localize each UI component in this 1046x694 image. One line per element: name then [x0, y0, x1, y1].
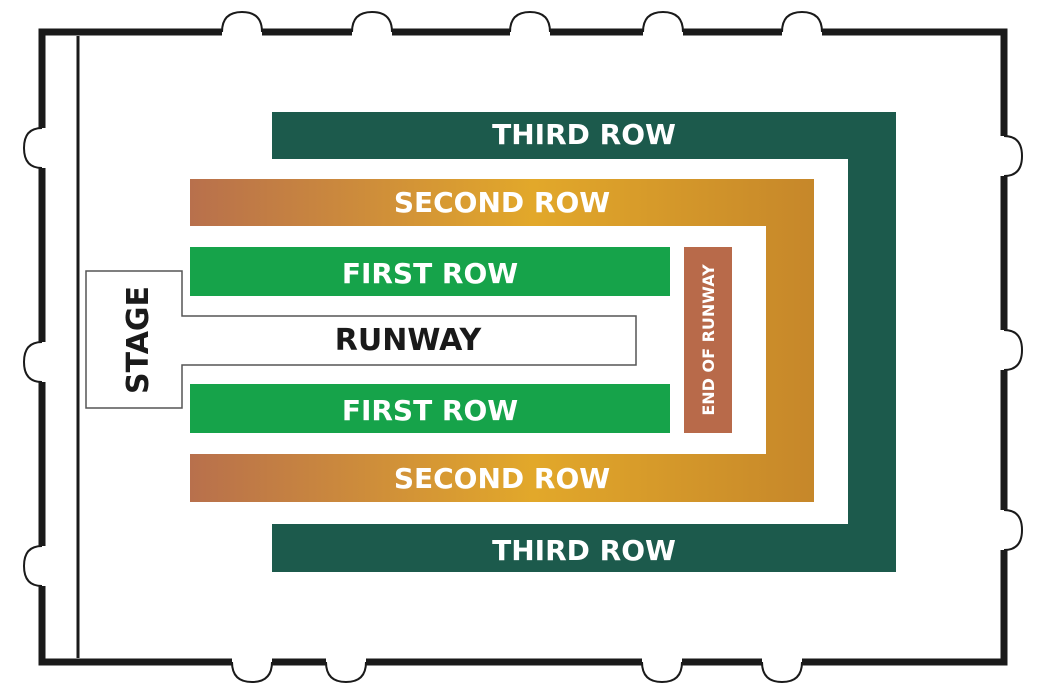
door-icon[interactable]	[509, 11, 551, 38]
first-row-bottom-section[interactable]	[190, 384, 670, 433]
third-row-top-label: THIRD ROW	[492, 118, 676, 151]
stage-and-runway[interactable]	[85, 270, 637, 409]
door-icon[interactable]	[642, 11, 684, 38]
door-icon[interactable]	[998, 329, 1023, 371]
end-of-runway-section[interactable]	[684, 247, 732, 433]
door-icon[interactable]	[23, 341, 48, 383]
door-icon[interactable]	[761, 656, 803, 683]
door-icon[interactable]	[998, 135, 1023, 177]
door-icon[interactable]	[221, 11, 263, 38]
runway-label: RUNWAY	[335, 323, 483, 358]
door-icon[interactable]	[641, 656, 683, 683]
door-icon[interactable]	[23, 127, 48, 169]
stage-label: STAGE	[121, 286, 156, 394]
first-row-top-label: FIRST ROW	[342, 257, 518, 290]
door-icon[interactable]	[325, 656, 367, 683]
third-row-section[interactable]	[272, 112, 896, 572]
second-row-bottom-label: SECOND ROW	[394, 462, 610, 495]
first-row-top-section[interactable]	[190, 247, 670, 296]
second-row-section[interactable]	[190, 179, 814, 502]
end-of-runway-label: END OF RUNWAY	[699, 264, 718, 416]
door-icon[interactable]	[23, 545, 48, 587]
first-row-bottom-label: FIRST ROW	[342, 394, 518, 427]
door-icon[interactable]	[231, 656, 273, 683]
door-icon[interactable]	[998, 509, 1023, 551]
door-icon[interactable]	[781, 11, 823, 38]
second-row-top-label: SECOND ROW	[394, 186, 610, 219]
third-row-bottom-label: THIRD ROW	[492, 534, 676, 567]
door-icon[interactable]	[351, 11, 393, 38]
